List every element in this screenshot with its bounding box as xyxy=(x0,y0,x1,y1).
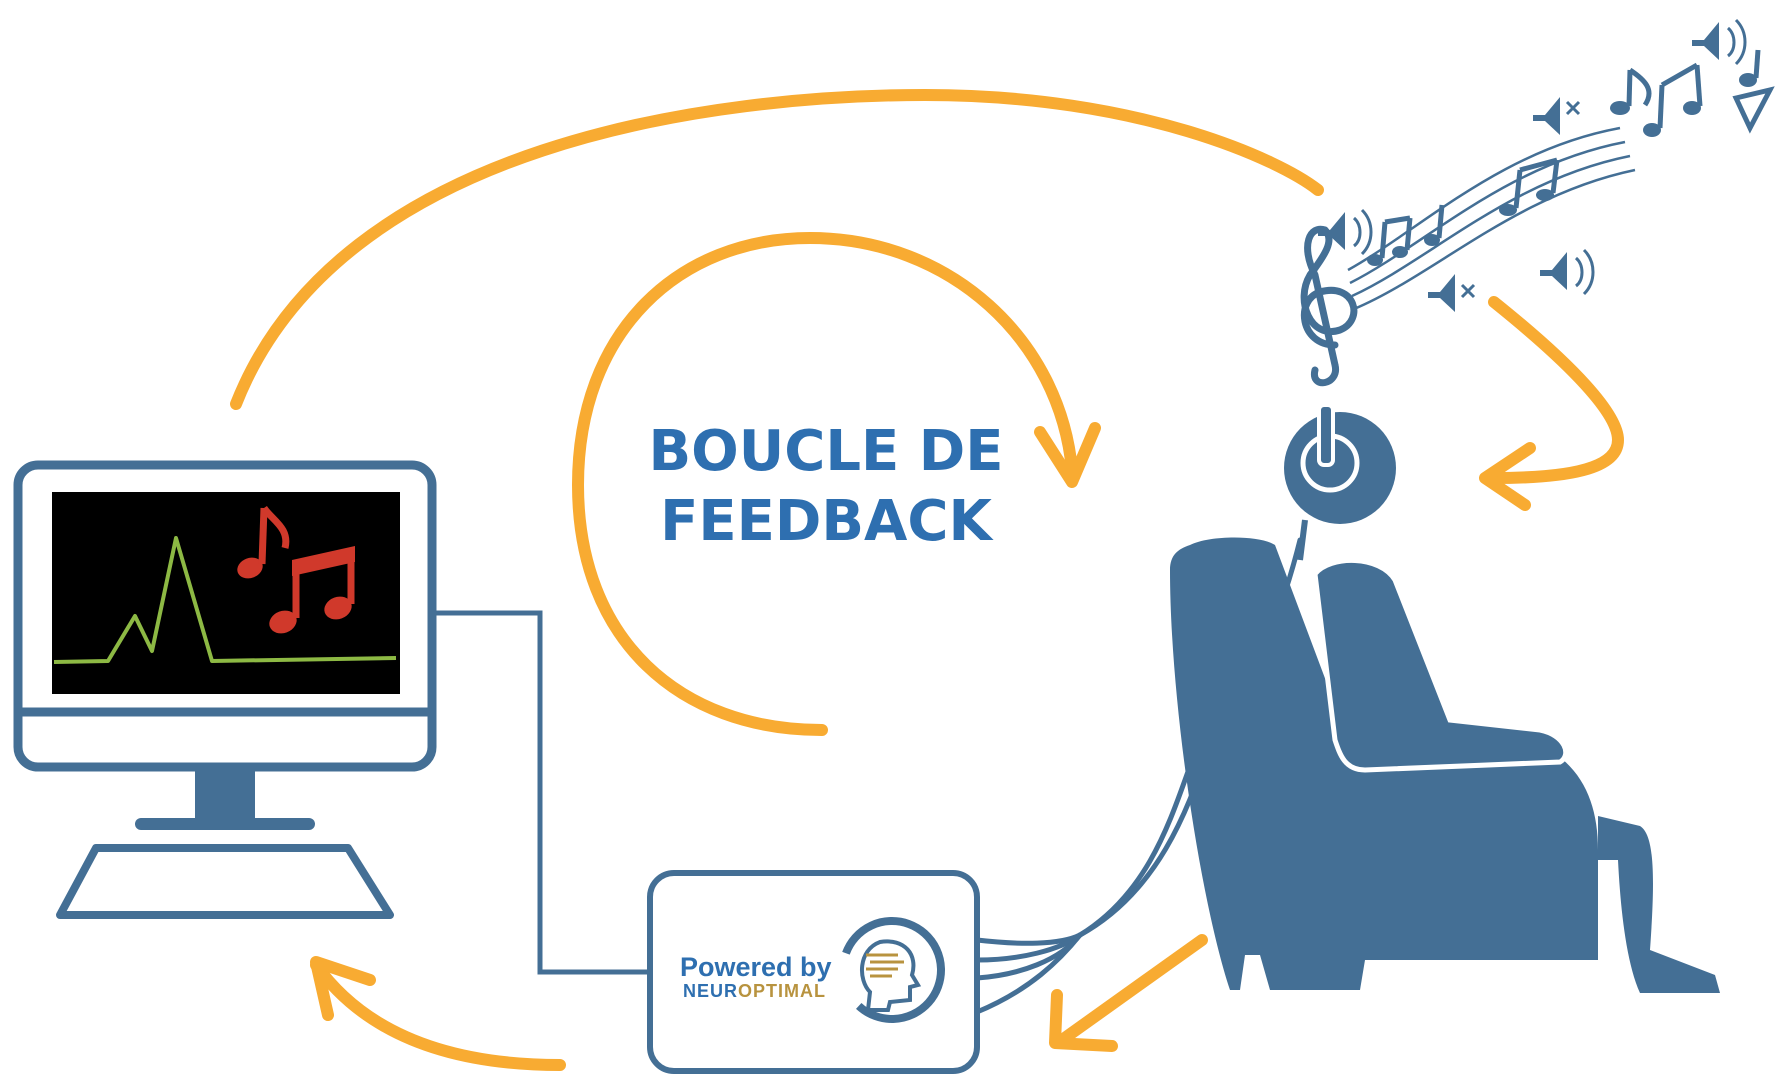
center-loop-arrowhead xyxy=(1034,422,1101,488)
person-to-device-arrow xyxy=(1056,934,1208,1046)
music-notes-icon xyxy=(237,505,355,634)
speaker-icon xyxy=(1318,18,1747,296)
center-loop-arrow xyxy=(572,232,1078,736)
music-to-head-arrow xyxy=(1488,296,1624,484)
eeg-signal-icon xyxy=(53,536,397,664)
music-to-head-arrowhead xyxy=(1479,442,1536,511)
music-staff-icon xyxy=(1347,126,1636,311)
computer-monitor-icon xyxy=(13,460,437,919)
device-powered-by-label: Powered by xyxy=(680,952,832,982)
keyboard-icon xyxy=(56,844,394,919)
arc-computer-to-music-arrow xyxy=(230,89,1324,410)
person-in-armchair-icon xyxy=(1170,403,1720,993)
device-to-computer-arrowhead xyxy=(310,956,376,1021)
person-to-device-arrowhead xyxy=(1049,989,1118,1052)
device-brand-part2: OPTIMAL xyxy=(738,981,826,1001)
feedback-loop-title: BOUCLE DE FEEDBACK xyxy=(648,419,1003,554)
arrows xyxy=(230,89,1624,1071)
computer-cable xyxy=(432,610,650,975)
device-brand-part1: NEUR xyxy=(683,981,738,1001)
treble-clef-icon xyxy=(1300,225,1358,387)
title-line-2: FEEDBACK xyxy=(660,489,994,554)
neurofeedback-device-icon: Powered by NEUROPTIMAL xyxy=(647,870,980,1074)
monitor-stand xyxy=(195,767,255,823)
headphones-icon xyxy=(1297,403,1360,561)
title-line-1: BOUCLE DE xyxy=(648,419,1003,484)
device-to-computer-arrow xyxy=(310,959,566,1071)
flying-music-notes-icon xyxy=(1367,49,1775,266)
mute-speaker-icon xyxy=(1428,97,1581,312)
device-brand-name: NEUROPTIMAL xyxy=(683,981,826,1001)
neuroptimal-logo-icon xyxy=(838,917,945,1023)
